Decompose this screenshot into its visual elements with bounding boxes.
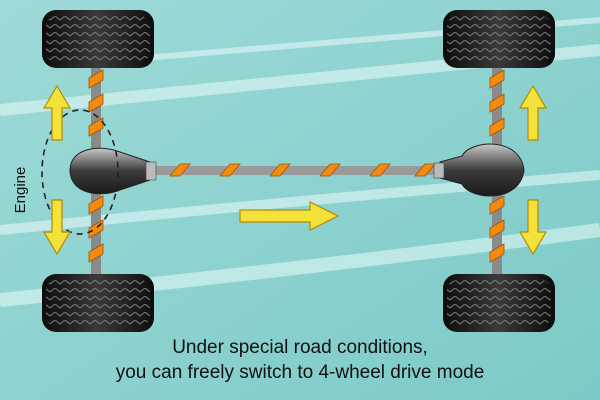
front-differential bbox=[69, 147, 157, 195]
drive-shaft bbox=[150, 166, 460, 175]
drive-shaft-rotation-bands bbox=[169, 163, 436, 177]
rear-differential bbox=[433, 143, 525, 197]
front-right-tire bbox=[42, 274, 154, 332]
rear-down-arrow bbox=[518, 199, 548, 256]
front-axle-rotation-bands bbox=[88, 69, 104, 263]
front-up-arrow bbox=[42, 84, 72, 141]
rear-up-arrow bbox=[518, 84, 548, 141]
caption-line-2: you can freely switch to 4-wheel drive m… bbox=[115, 362, 485, 383]
direction-arrows bbox=[42, 84, 548, 256]
rear-left-tire bbox=[443, 10, 555, 68]
engine-outline bbox=[41, 109, 119, 235]
rear-right-tire bbox=[443, 274, 555, 332]
engine-label: Engine bbox=[11, 166, 29, 214]
front-left-tire bbox=[42, 10, 154, 68]
caption-line-1: Under special road conditions, bbox=[172, 337, 428, 358]
forward-arrow bbox=[239, 201, 340, 231]
front-down-arrow bbox=[42, 199, 72, 256]
rear-axle-rotation-bands bbox=[489, 69, 505, 263]
